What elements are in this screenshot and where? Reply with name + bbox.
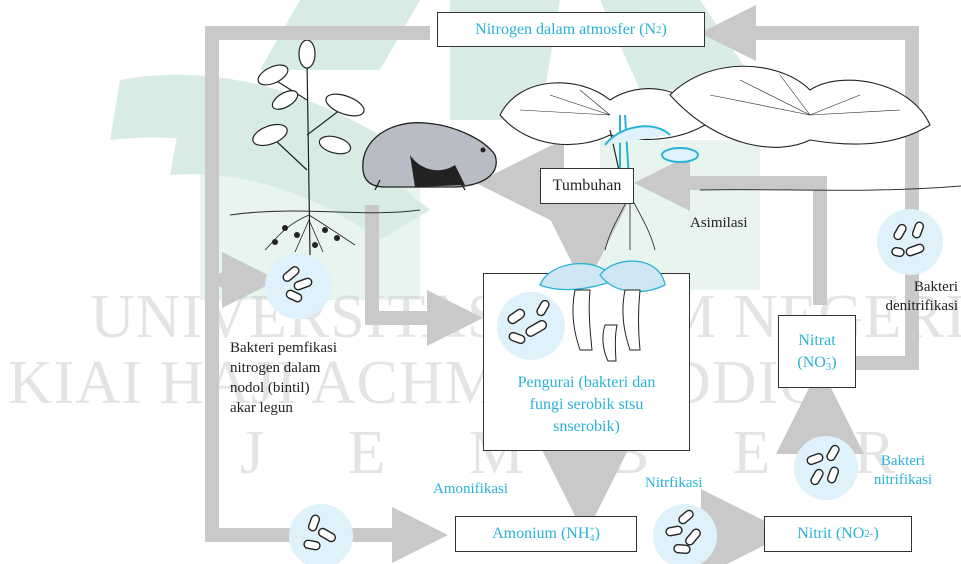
pengurai-line2: fungi serobik stsu	[530, 394, 644, 416]
label-bakteri-denitrifikasi: Bakteri denitrifikasi	[868, 278, 958, 316]
label-bakteri-pemfiksasi: Bakteri pemfikasi nitrogen dalam nodol (…	[230, 338, 337, 418]
label-amonifikasi: Amonifikasi	[433, 480, 508, 499]
bacteria-amonifikasi-icon	[288, 503, 354, 564]
nitrat-formula: (NO-3)	[797, 352, 836, 374]
bacteria-fixation-icon	[264, 252, 332, 320]
pengurai-line3: snserobik)	[553, 416, 620, 438]
tumbuhan-text: Tumbuhan	[553, 177, 622, 195]
atmosfer-text: Nitrogen dalam atmosfer (N	[475, 21, 656, 39]
nitrit-text: Nitrit (NO	[797, 525, 864, 543]
box-amonium: Amonium (NH+4)	[455, 516, 637, 552]
amonium-text: Amonium (NH	[492, 525, 589, 543]
label-asimilasi: Asimilasi	[690, 214, 748, 233]
pengurai-line1: Pengurai (bakteri dan	[518, 372, 656, 394]
box-tumbuhan: Tumbuhan	[540, 168, 634, 204]
atmosfer-close: )	[662, 21, 667, 39]
label-nitrifikasi-flow: Nitrfikasi	[645, 474, 703, 493]
label-bakteri-nitrifikasi: Bakteri nitrifikasi	[858, 452, 948, 490]
bacteria-pengurai-icon	[495, 290, 567, 362]
bacteria-nitrifikasi-flow-icon	[652, 503, 718, 564]
nitrat-line1: Nitrat	[798, 330, 835, 352]
box-nitrat: Nitrat (NO-3)	[778, 315, 856, 388]
arrow-legume-to-pengurai	[372, 205, 455, 318]
bacteria-denitrification-icon	[876, 208, 944, 276]
bacteria-nitrification-icon	[793, 435, 859, 501]
